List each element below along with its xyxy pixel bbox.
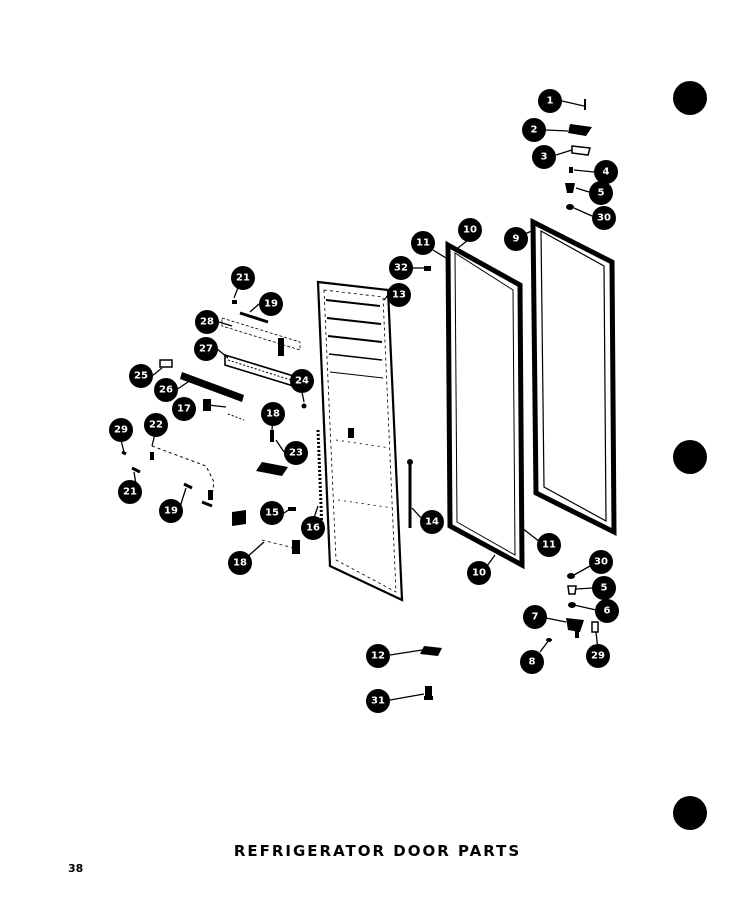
callout-label: 29: [114, 425, 128, 436]
callout-21-top: 21: [231, 266, 255, 290]
callout-7: 7: [523, 605, 547, 629]
punch-hole-bottom: [673, 796, 707, 830]
callout-label: 18: [266, 409, 280, 420]
door-liner: [530, 217, 617, 537]
page-number: 38: [68, 862, 84, 875]
callout-15: 15: [260, 501, 284, 525]
callout-12: 12: [366, 644, 390, 668]
small-hardware: [121, 99, 599, 700]
callout-label: 21: [236, 273, 250, 284]
upper-rail: [221, 311, 301, 356]
callout-21-bottom: 21: [118, 480, 142, 504]
callout-label: 7: [532, 612, 539, 623]
callout-label: 27: [199, 344, 213, 355]
callout-9: 9: [504, 227, 528, 251]
callout-label: 5: [598, 188, 605, 199]
callout-29-right: 29: [586, 644, 610, 668]
trim-strip: [180, 372, 244, 402]
callout-label: 8: [529, 657, 536, 668]
callout-11-bottom: 11: [537, 533, 561, 557]
callout-label: 25: [134, 371, 148, 382]
callout-label: 5: [601, 583, 608, 594]
callout-label: 30: [594, 557, 608, 568]
callout-label: 14: [425, 517, 439, 528]
callout-label: 24: [295, 376, 309, 387]
callout-18-bottom: 18: [228, 551, 252, 575]
callout-label: 15: [265, 508, 279, 519]
callout-14: 14: [420, 510, 444, 534]
punch-hole-top: [673, 81, 707, 115]
callout-13: 13: [387, 283, 411, 307]
callout-label: 21: [123, 487, 137, 498]
callout-label: 11: [542, 540, 556, 551]
callout-4: 4: [594, 160, 618, 184]
callout-29-left: 29: [109, 418, 133, 442]
callout-label: 10: [463, 225, 477, 236]
callout-19-bottom: 19: [159, 499, 183, 523]
callout-32: 32: [389, 256, 413, 280]
callout-label: 29: [591, 651, 605, 662]
callout-label: 10: [472, 568, 486, 579]
callout-label: 2: [531, 125, 538, 136]
callout-19-top: 19: [259, 292, 283, 316]
door-stop-rod: [407, 459, 413, 528]
callout-label: 9: [513, 234, 520, 245]
callout-label: 1: [547, 96, 554, 107]
callout-label: 26: [159, 385, 173, 396]
callout-label: 13: [392, 290, 406, 301]
callout-18-mid: 18: [261, 402, 285, 426]
callout-5-bottom: 5: [592, 576, 616, 600]
callout-16: 16: [301, 516, 325, 540]
callout-label: 4: [603, 167, 610, 178]
callout-label: 30: [597, 213, 611, 224]
door-panel: [316, 280, 404, 602]
callout-label: 6: [604, 606, 611, 617]
callout-label: 23: [289, 448, 303, 459]
callout-24: 24: [290, 369, 314, 393]
callout-label: 3: [541, 152, 548, 163]
callout-11-top: 11: [411, 231, 435, 255]
callout-8: 8: [520, 650, 544, 674]
diagram-caption: REFRIGERATOR DOOR PARTS: [233, 842, 522, 860]
door-gasket: [445, 240, 525, 570]
callout-27: 27: [194, 337, 218, 361]
callout-label: 17: [177, 404, 191, 415]
callout-25: 25: [129, 364, 153, 388]
callout-label: 28: [200, 317, 214, 328]
callout-label: 11: [416, 238, 430, 249]
callout-label: 31: [371, 696, 385, 707]
punch-hole-middle: [673, 440, 707, 474]
callout-label: 19: [164, 506, 178, 517]
callout-31: 31: [366, 689, 390, 713]
shelf-bar: [224, 353, 301, 390]
callout-label: 32: [394, 263, 408, 274]
callout-1: 1: [538, 89, 562, 113]
callout-30-bottom: 30: [589, 550, 613, 574]
callout-6: 6: [595, 599, 619, 623]
callout-label: 18: [233, 558, 247, 569]
callout-17: 17: [172, 397, 196, 421]
callout-label: 12: [371, 651, 385, 662]
callout-30-top: 30: [592, 206, 616, 230]
callout-label: 22: [149, 420, 163, 431]
callout-label: 16: [306, 523, 320, 534]
callout-10-bottom: 10: [467, 561, 491, 585]
callout-22: 22: [144, 413, 168, 437]
callout-23: 23: [284, 441, 308, 465]
callout-26: 26: [154, 378, 178, 402]
callout-5: 5: [589, 181, 613, 205]
callout-2: 2: [522, 118, 546, 142]
callout-label: 19: [264, 299, 278, 310]
callout-3: 3: [532, 145, 556, 169]
callout-10-top: 10: [458, 218, 482, 242]
callout-28: 28: [195, 310, 219, 334]
